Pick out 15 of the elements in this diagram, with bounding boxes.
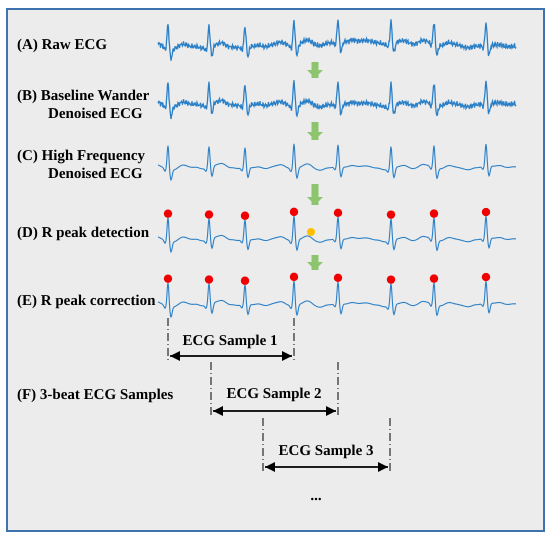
row-label: (C) High Frequency Denoised ECG <box>17 147 146 183</box>
ecg-waveform-drawing <box>158 20 516 60</box>
ecg-waveform-drawing <box>158 142 516 182</box>
row-label: (F) 3-beat ECG Samples <box>17 386 174 404</box>
row-label: (D) R peak detection <box>17 224 150 242</box>
row-label: (B) Baseline Wander Denoised ECG <box>17 87 150 123</box>
dimension-label: ECG Sample 3 <box>278 442 374 460</box>
dimension-label: ECG Sample 2 <box>226 385 322 403</box>
ecg-waveform-drawing <box>158 80 516 120</box>
dimension-label: ECG Sample 1 <box>182 332 278 350</box>
row-label: (E) R peak correction <box>17 292 156 310</box>
ecg-waveform-drawing <box>158 272 516 318</box>
row-label: (A) Raw ECG <box>17 36 107 54</box>
dimension-label: ... <box>310 487 322 505</box>
ecg-waveform-drawing <box>158 207 516 253</box>
